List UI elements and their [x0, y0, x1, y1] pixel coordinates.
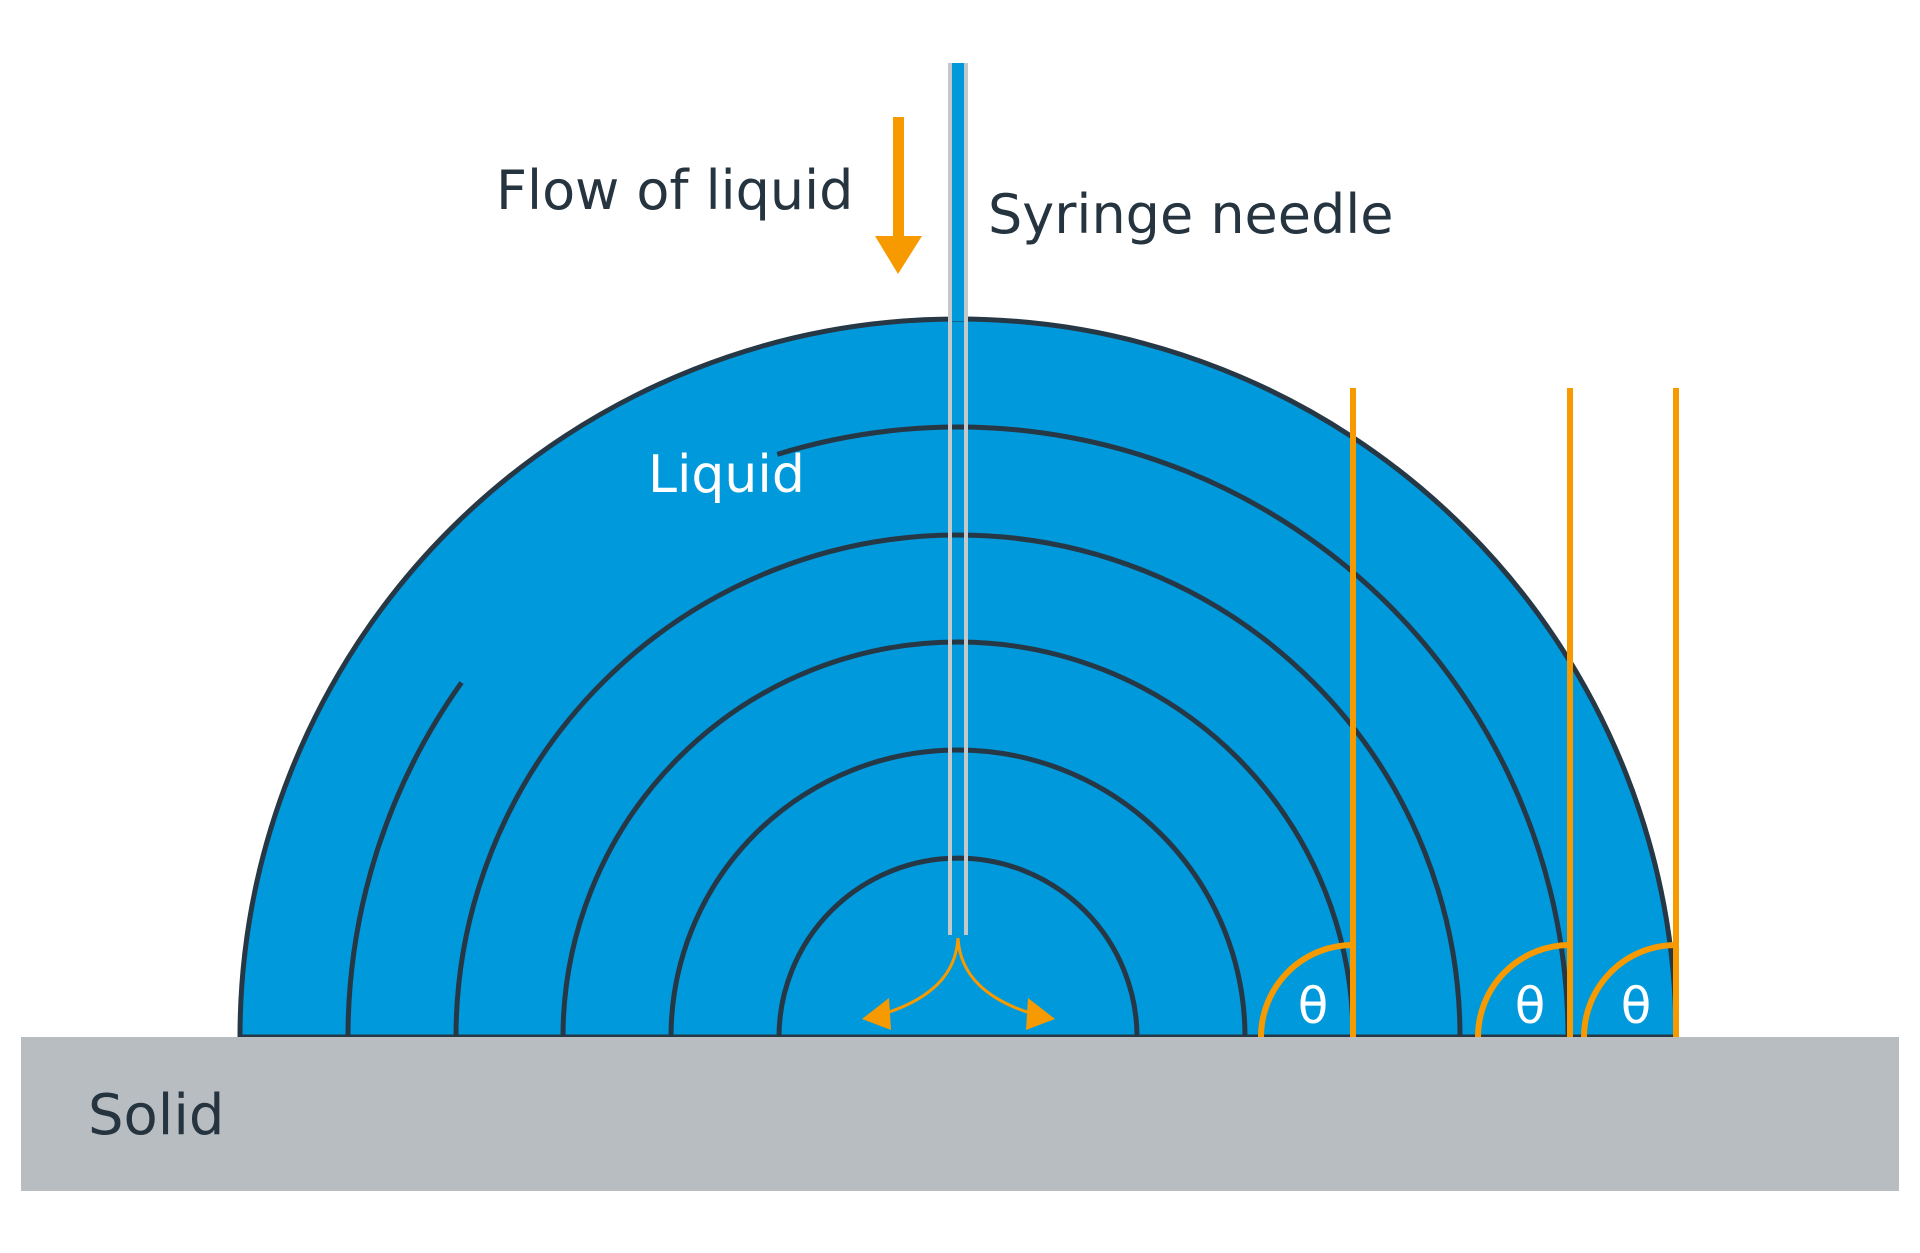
- solid-label: Solid: [88, 1083, 224, 1148]
- growth-stage-arc: [668, 747, 1248, 1038]
- needle-wall-left: [948, 63, 952, 935]
- liquid-label: Liquid: [648, 445, 805, 505]
- angle-arc: [1475, 942, 1571, 1038]
- growth-stage-arcs: [345, 424, 1571, 1038]
- growth-stage-arc: [453, 532, 1463, 1038]
- theta-label: θ: [1621, 977, 1652, 1035]
- growth-stage-arc: [560, 639, 1356, 1038]
- liquid-drop: [237, 316, 1679, 1040]
- angle-arc: [1258, 942, 1354, 1038]
- contact-angle-marker: θ: [1258, 388, 1356, 1038]
- needle-wall-right: [964, 63, 968, 935]
- solid-substrate: [21, 1037, 1899, 1191]
- contact-angle-marker: θ: [1475, 388, 1573, 1038]
- syringe-needle: [948, 63, 968, 935]
- arrow-down-icon: [875, 117, 922, 274]
- theta-label: θ: [1298, 977, 1329, 1035]
- needle-outside-body: [949, 63, 968, 321]
- curved-arrows-icon: [862, 937, 1055, 1030]
- theta-label: θ: [1515, 977, 1546, 1035]
- angle-arc: [1581, 942, 1677, 1038]
- flow-label: Flow of liquid: [496, 159, 853, 222]
- needle-label: Syringe needle: [988, 183, 1394, 246]
- contact-angle-marker: θ: [1581, 388, 1679, 1038]
- growth-stage-arc: [776, 855, 1140, 1038]
